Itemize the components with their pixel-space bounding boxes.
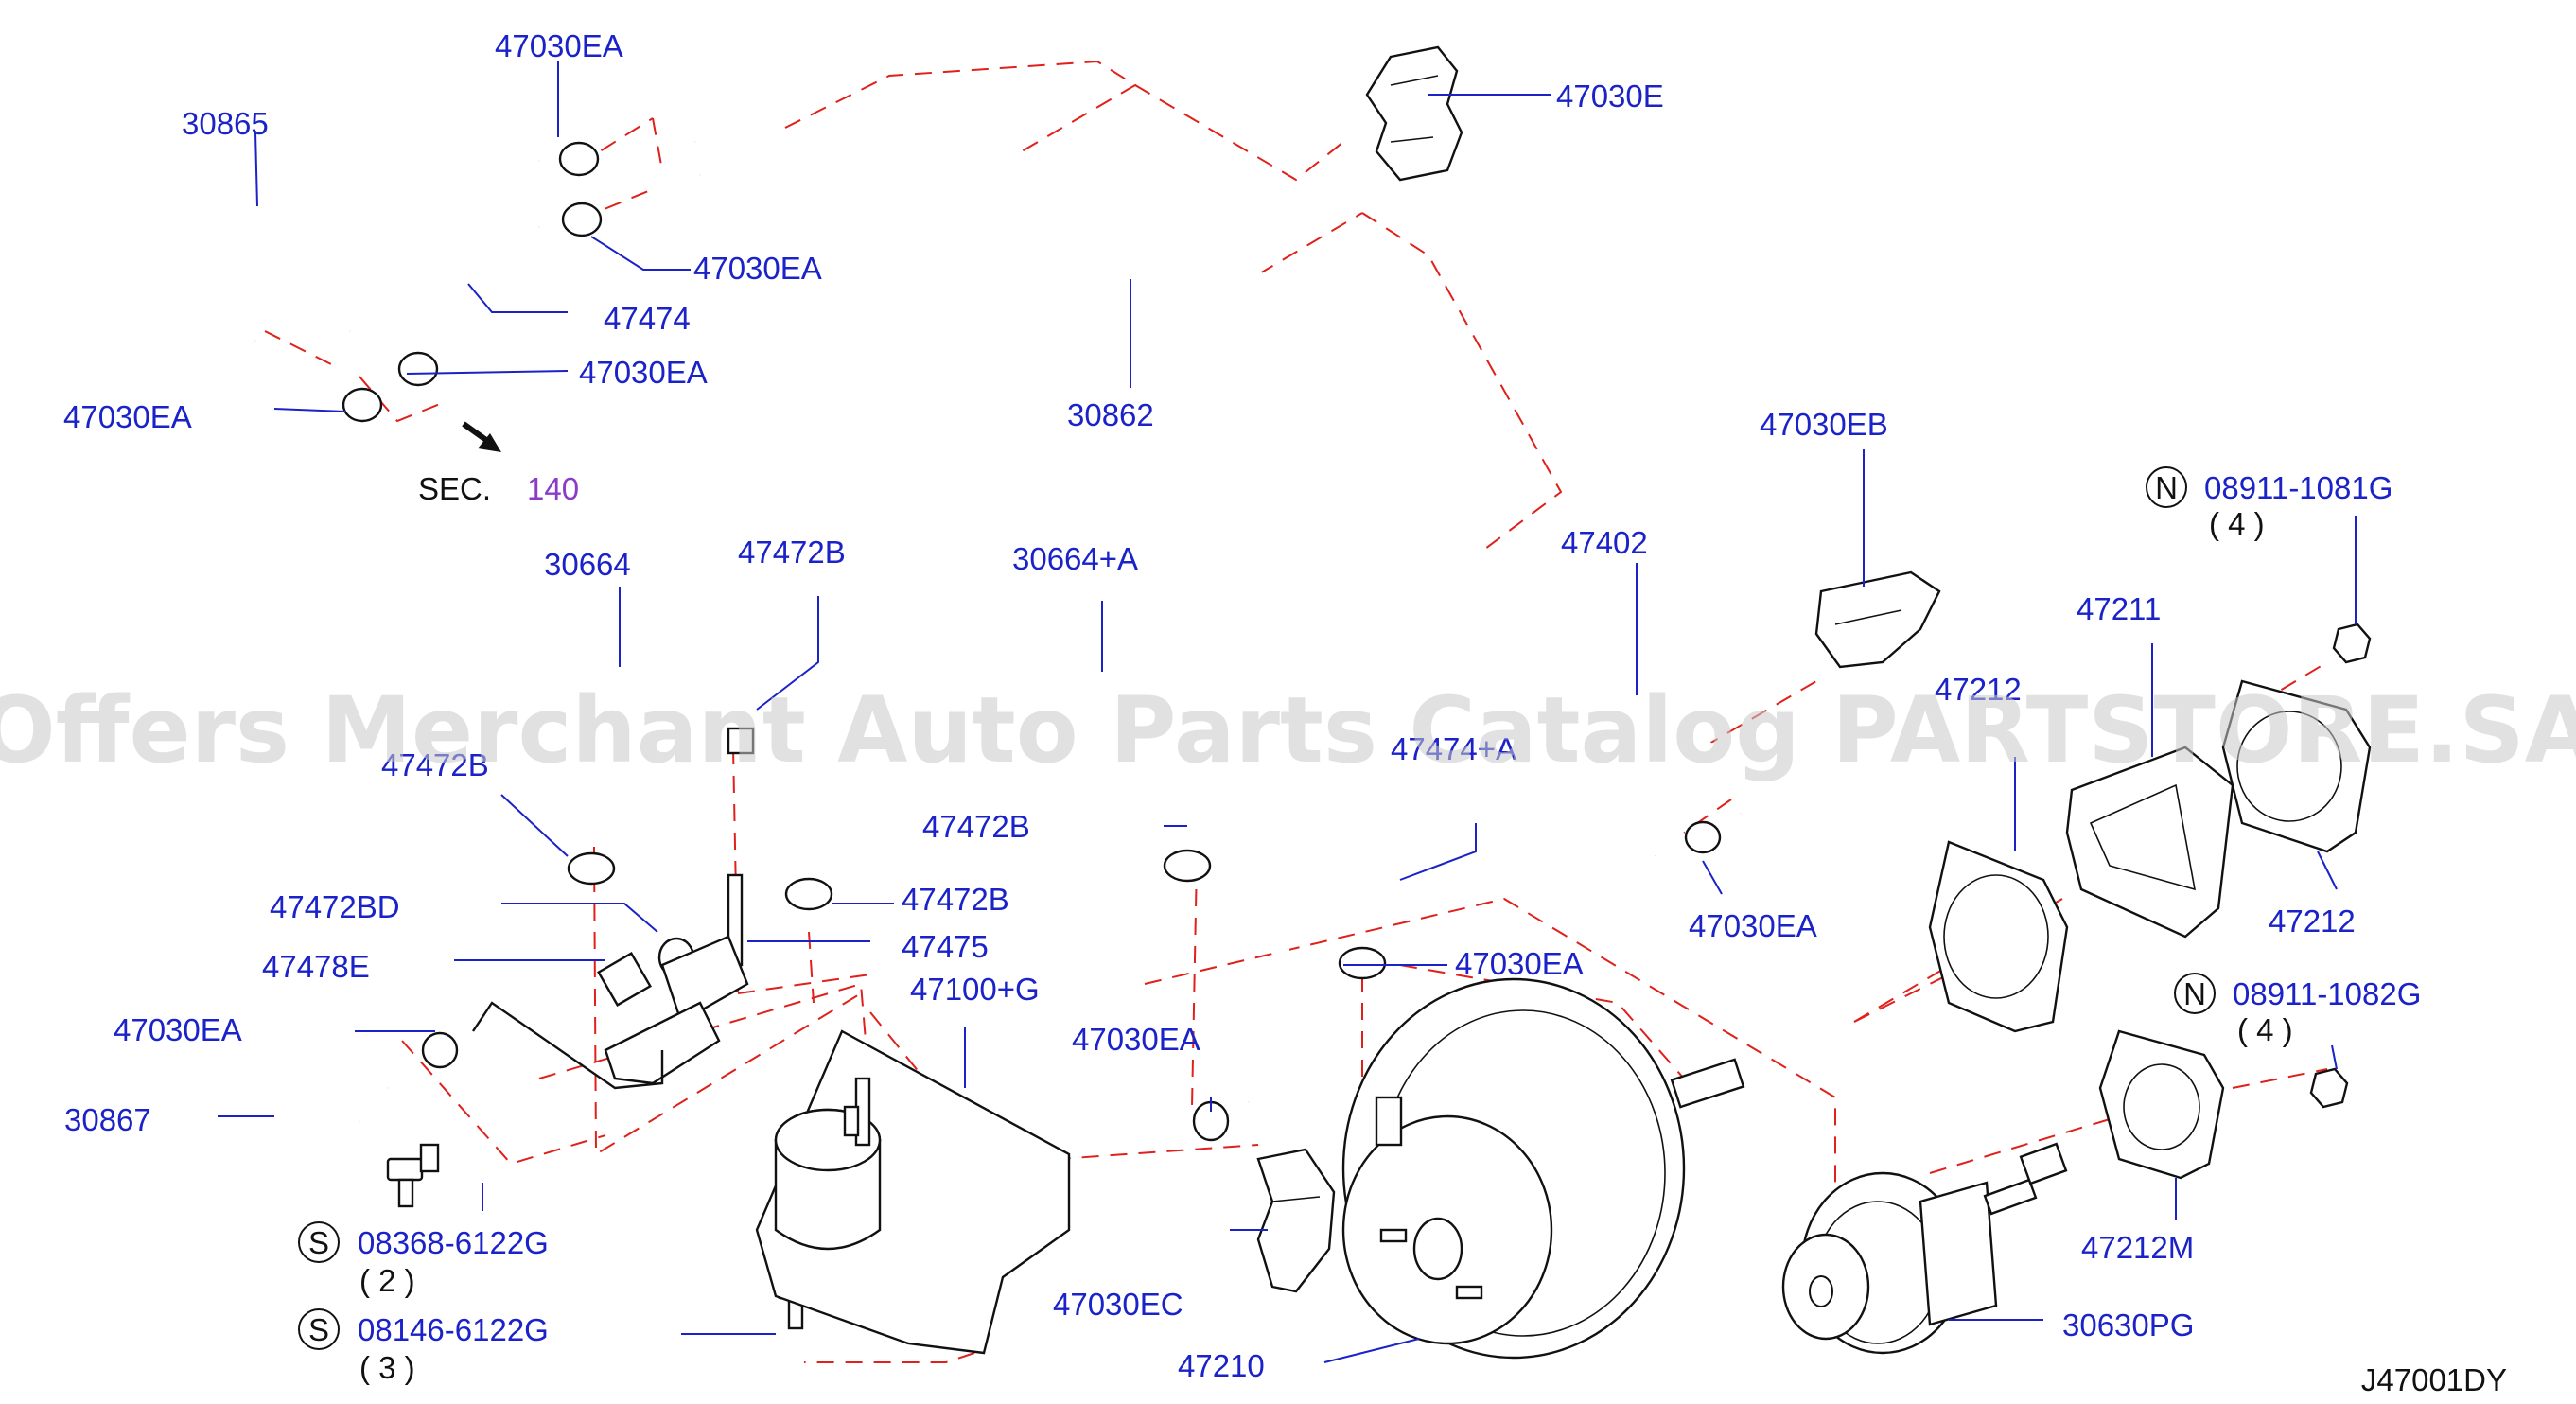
callout-s1[interactable]: S 08368-6122G ( 2 ): [298, 1221, 549, 1298]
hose-30664A: [801, 664, 1200, 870]
label-47475[interactable]: 47475: [902, 929, 989, 964]
label-47030ec[interactable]: 47030EC: [1053, 1287, 1183, 1322]
leader-lines: [218, 61, 2357, 1363]
section-prefix: SEC.: [418, 471, 491, 506]
callout-qty: ( 4 ): [2237, 1012, 2293, 1047]
label-47210[interactable]: 47210: [1178, 1348, 1265, 1383]
clip-47030E: [1365, 45, 1463, 182]
label-47030e[interactable]: 47030E: [1556, 79, 1664, 114]
hose-30865: [166, 150, 546, 351]
callout-part-08911-1082g[interactable]: 08911-1082G: [2233, 976, 2421, 1011]
badge-n-letter: N: [2183, 976, 2206, 1011]
badge-n-letter: N: [2155, 470, 2178, 505]
label-47030ea-a[interactable]: 47030EA: [579, 355, 708, 390]
label-47030ea-c[interactable]: 47030EA: [1072, 1022, 1200, 1057]
hose-47474A: [1355, 781, 1668, 919]
label-30664a[interactable]: 30664+A: [1012, 541, 1138, 576]
label-47402[interactable]: 47402: [1561, 525, 1648, 560]
label-47030eb[interactable]: 47030EB: [1760, 407, 1888, 442]
clip-47030EB: [1814, 570, 1941, 669]
section-arrow: [462, 421, 501, 452]
label-30867[interactable]: 30867: [64, 1102, 151, 1137]
badge-s-letter: S: [308, 1312, 329, 1347]
pipe-30862: [693, 117, 1797, 1104]
label-30664[interactable]: 30664: [544, 547, 631, 582]
valve-47475: [472, 873, 749, 1090]
label-47472b-left[interactable]: 47472B: [381, 747, 489, 782]
label-47212-top[interactable]: 47212: [1935, 672, 2022, 707]
callout-qty: ( 2 ): [359, 1263, 415, 1298]
label-47030ea-b[interactable]: 47030EA: [114, 1012, 242, 1047]
badge-n-circle: [2146, 466, 2187, 508]
label-47100g[interactable]: 47100+G: [910, 972, 1040, 1007]
section-reference[interactable]: SEC. 140: [418, 471, 579, 506]
callout-qty: ( 4 ): [2209, 506, 2265, 541]
booster-30630PG: [1781, 1142, 2068, 1355]
gaskets: [1928, 679, 2372, 1180]
callout-qty: ( 3 ): [359, 1350, 415, 1385]
label-47472b-top[interactable]: 47472B: [738, 535, 846, 570]
label-47212m[interactable]: 47212M: [2081, 1230, 2194, 1265]
label-47472bd[interactable]: 47472BD: [270, 889, 400, 924]
hose-30664: [574, 602, 748, 833]
label-30865[interactable]: 30865: [182, 106, 269, 141]
badge-s-letter: S: [308, 1225, 329, 1260]
label-47030ea-mid[interactable]: 47030EA: [693, 251, 822, 286]
label-47030ea-top[interactable]: 47030EA: [495, 28, 623, 63]
label-47211[interactable]: 47211: [2077, 591, 2161, 626]
callout-part-08911-1081g[interactable]: 08911-1081G: [2204, 470, 2392, 505]
label-30630pg[interactable]: 30630PG: [2062, 1307, 2194, 1343]
part-labels: 47030EA 30865 47030EA 47474 47030EA 4703…: [63, 28, 2356, 1383]
label-47030ea-d[interactable]: 47030EA: [1455, 946, 1584, 981]
section-number[interactable]: 140: [527, 471, 579, 506]
callout-part-08146-6122g[interactable]: 08146-6122G: [358, 1312, 549, 1347]
nuts: [2309, 623, 2372, 1109]
label-47472b-b[interactable]: 47472B: [902, 882, 1009, 917]
clip-47030EC: [1256, 1148, 1336, 1293]
callout-n1[interactable]: N 08911-1081G ( 4 ): [2146, 466, 2392, 541]
label-47478e[interactable]: 47478E: [262, 949, 370, 984]
diagram-code: J47001DY: [2361, 1362, 2507, 1397]
watermark-text: Offers Merchant Auto Parts Catalog PARTS…: [0, 677, 2576, 783]
booster-47210: [1341, 977, 1745, 1360]
hose-30867: [258, 1077, 394, 1167]
canister-47100G: [755, 1029, 1071, 1355]
label-47472b-mid[interactable]: 47472B: [922, 809, 1030, 844]
clamps-top: [342, 141, 603, 423]
callout-n2[interactable]: N 08911-1082G ( 4 ): [2174, 973, 2421, 1047]
callout-part-08368-6122g[interactable]: 08368-6122G: [358, 1225, 549, 1260]
label-47212-right[interactable]: 47212: [2269, 904, 2356, 939]
label-47030ea-e[interactable]: 47030EA: [1689, 908, 1817, 943]
label-47474[interactable]: 47474: [604, 301, 691, 336]
label-47030ea-left[interactable]: 47030EA: [63, 399, 192, 434]
label-47474a[interactable]: 47474+A: [1391, 731, 1516, 766]
badge-s-circle: [298, 1308, 340, 1350]
label-30862[interactable]: 30862: [1067, 397, 1154, 432]
callout-s2[interactable]: S 08146-6122G ( 3 ): [298, 1308, 549, 1385]
badge-s-circle: [298, 1221, 340, 1263]
badge-n-circle: [2174, 973, 2216, 1014]
